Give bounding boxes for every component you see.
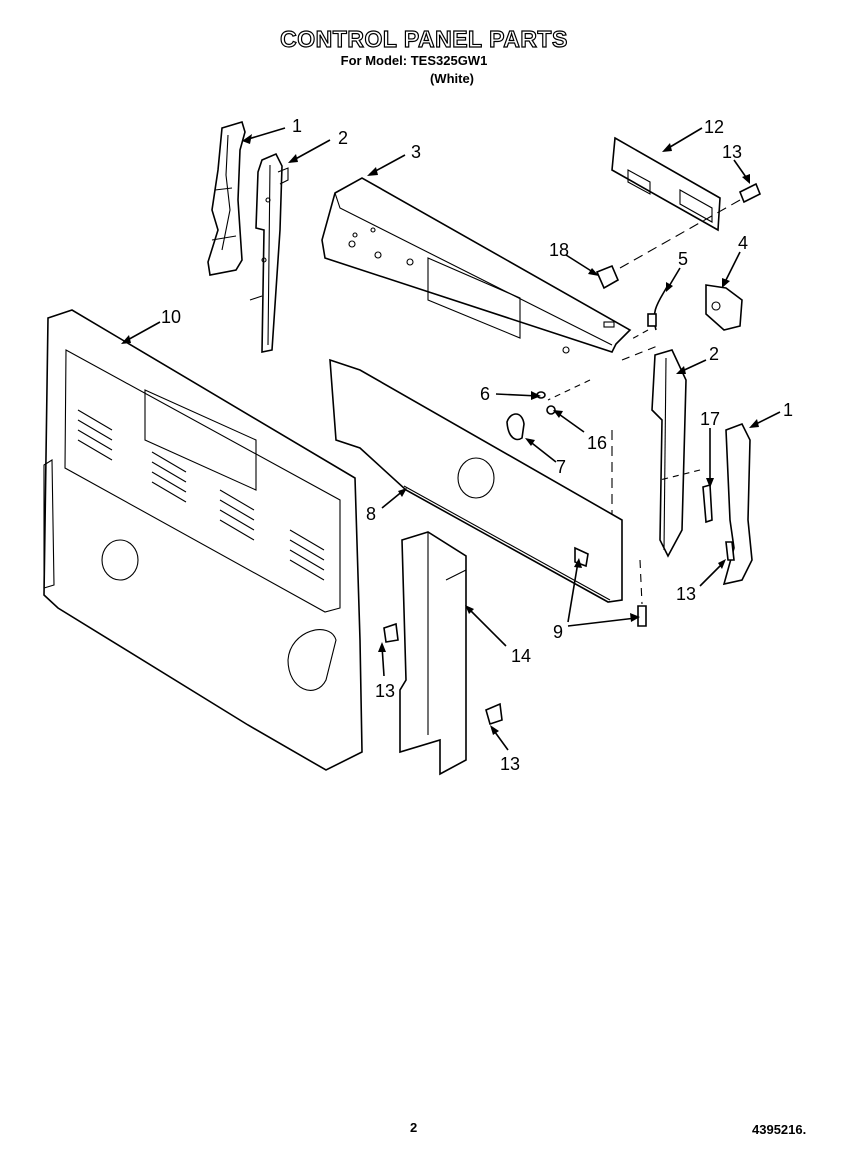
callout-16: 16 xyxy=(587,433,607,453)
callout-4: 4 xyxy=(738,233,748,253)
part-4-clock xyxy=(705,284,743,331)
color-line: (White) xyxy=(429,71,475,86)
callout-18: 18 xyxy=(549,240,569,260)
callout-13-right: 13 xyxy=(676,584,696,604)
callout-3: 3 xyxy=(411,142,421,162)
part-3-control-panel xyxy=(321,177,632,354)
part-14-shield xyxy=(399,531,467,776)
callout-1-left: 1 xyxy=(292,116,302,136)
part-18-switch xyxy=(595,264,620,290)
callout-12: 12 xyxy=(704,117,724,137)
part-1-right-endcap xyxy=(722,422,753,586)
callout-2-right: 2 xyxy=(709,344,719,364)
part-12-overlay xyxy=(611,136,721,232)
part-13-screw-right xyxy=(725,541,735,561)
leader-lines xyxy=(121,127,781,751)
callout-5: 5 xyxy=(678,249,688,269)
part-10-rear-panel xyxy=(43,309,363,771)
model-line: For Model: TES325GW1 xyxy=(340,53,488,68)
part-2-right-bracket xyxy=(651,349,687,558)
part-17-clip xyxy=(702,483,713,524)
assembly-dashed-lines xyxy=(547,199,741,605)
part-1-left-endcap xyxy=(207,121,246,276)
page-title: CONTROL PANEL PARTS xyxy=(280,25,568,52)
callout-9: 9 xyxy=(553,622,563,642)
callout-6: 6 xyxy=(480,384,490,404)
part-2-left-bracket xyxy=(249,152,289,353)
callout-8: 8 xyxy=(366,504,376,524)
callout-2-left: 2 xyxy=(338,128,348,148)
part-7-knob xyxy=(506,413,525,441)
callout-17: 17 xyxy=(700,409,720,429)
part-13-screw-left xyxy=(383,622,399,643)
document-number: 4395216. xyxy=(752,1122,807,1137)
callout-1-right: 1 xyxy=(783,400,793,420)
callout-13-bottom: 13 xyxy=(500,754,520,774)
part-5-wire-harness xyxy=(647,284,669,331)
callout-7: 7 xyxy=(556,457,566,477)
part-8-frame xyxy=(329,358,623,603)
callout-14: 14 xyxy=(511,646,531,666)
part-13-screw-top xyxy=(738,182,762,204)
callout-13-top: 13 xyxy=(722,142,742,162)
callout-13-left: 13 xyxy=(375,681,395,701)
part-16-nut xyxy=(546,405,556,415)
part-13-screw-bottom xyxy=(485,702,503,726)
callout-numbers: 1 2 3 12 13 18 5 4 10 2 6 1 17 16 7 8 13… xyxy=(161,116,793,774)
callout-10: 10 xyxy=(161,307,181,327)
page-number: 2 xyxy=(410,1120,418,1135)
part-9-screw-b xyxy=(637,605,647,627)
